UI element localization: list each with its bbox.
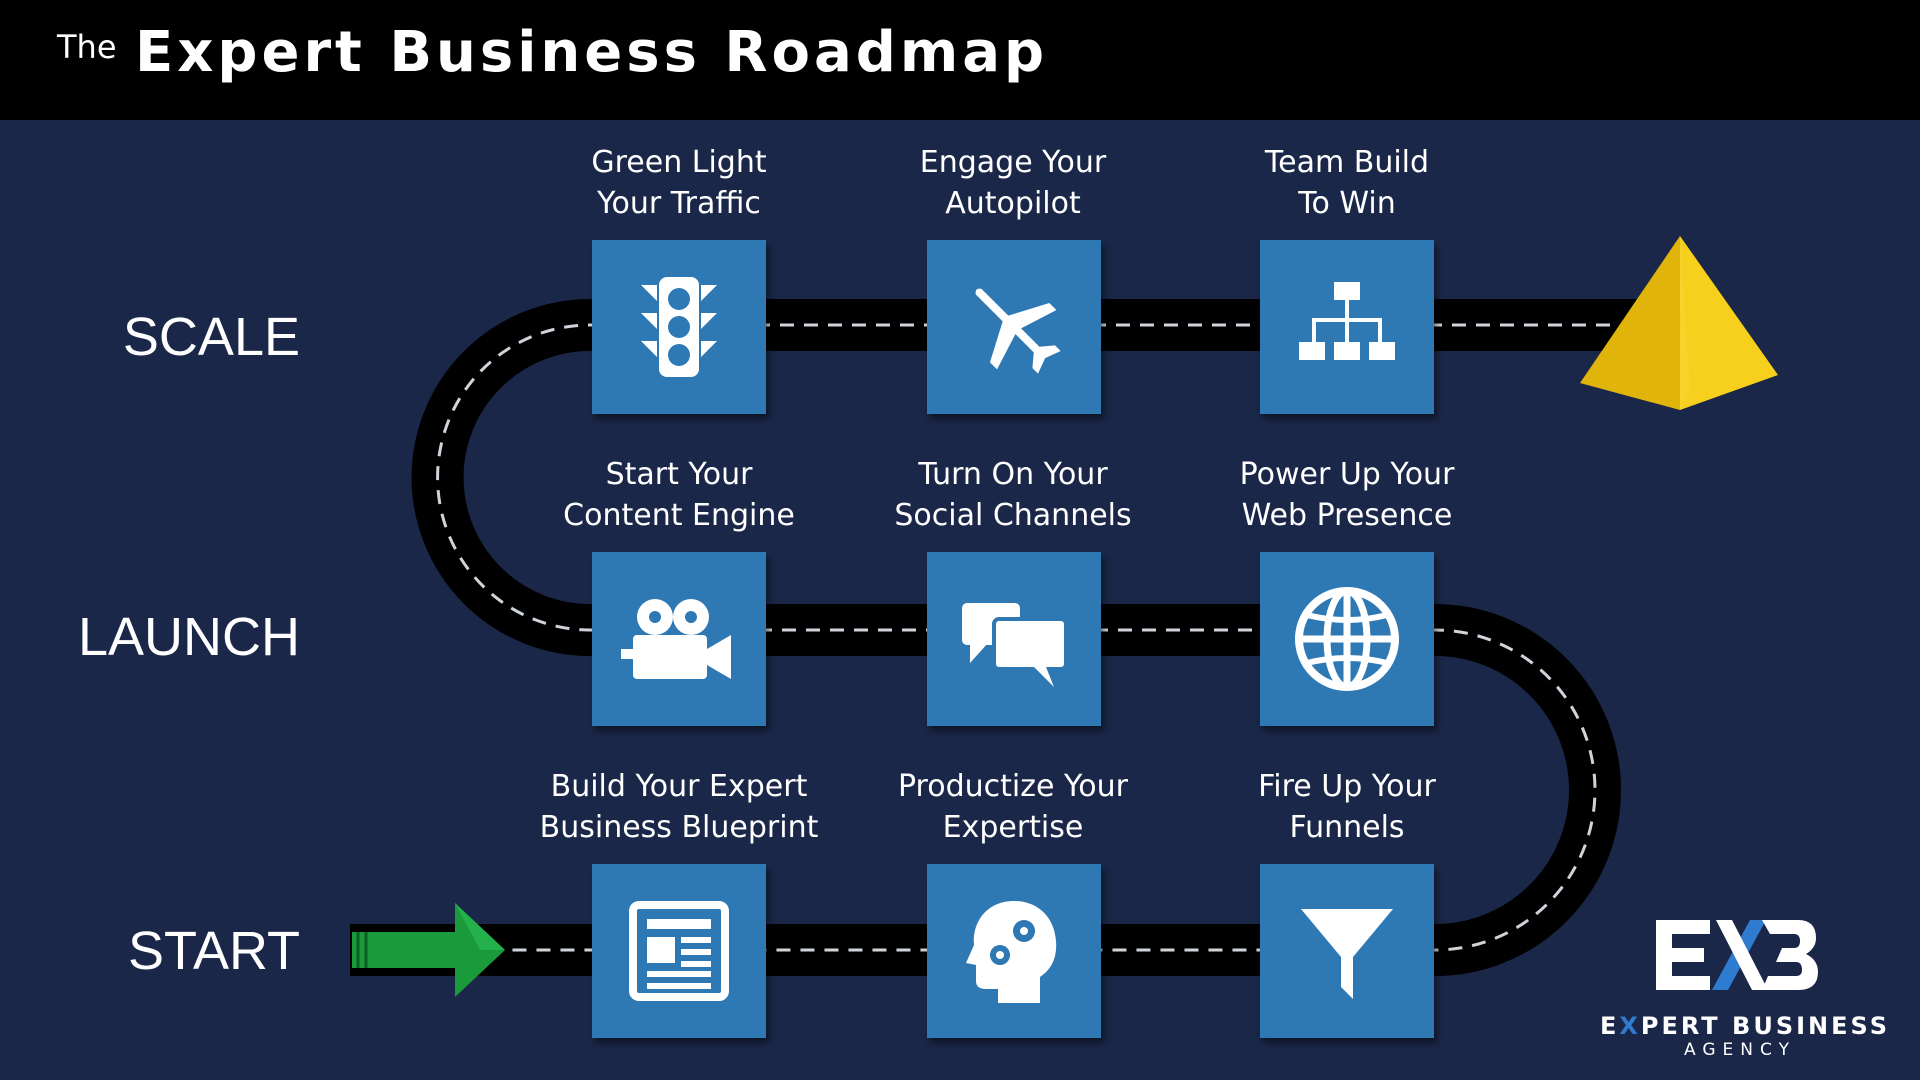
goal-pyramid [1580, 236, 1778, 410]
stage-label-launch: LAUNCH [77, 607, 300, 667]
step-tile-productize [927, 864, 1101, 1038]
eb-logo-mark [1656, 920, 1818, 990]
page-title: Expert Business Roadmap [135, 20, 1049, 85]
logo-wordmark: EXPERT BUSINESS [1600, 1012, 1891, 1040]
logo-subtitle: AGENCY [1684, 1040, 1796, 1060]
traffic-light-icon [641, 277, 717, 377]
step-tile-social [927, 552, 1101, 726]
road-centerline-bottom [505, 628, 1597, 952]
org-chart-icon [1299, 282, 1395, 360]
chat-bubbles-icon [962, 603, 1068, 687]
globe-icon [1295, 587, 1399, 691]
step-tile-content [592, 552, 766, 726]
airplane-icon [975, 288, 1061, 374]
step-tile-traffic [592, 240, 766, 414]
head-gears-icon [966, 901, 1057, 1003]
step-tile-autopilot [927, 240, 1101, 414]
stage-label-scale: SCALE [122, 307, 300, 367]
step-tile-team [1260, 240, 1434, 414]
start-arrow [352, 903, 505, 997]
road-centerline-top [436, 323, 1610, 632]
title-prefix: The [57, 28, 117, 66]
funnel-icon [1301, 909, 1393, 999]
newspaper-icon [629, 901, 729, 1001]
video-camera-icon [621, 599, 731, 679]
step-tile-web [1260, 552, 1434, 726]
header-bar: The Expert Business Roadmap [0, 0, 1920, 120]
step-tile-blueprint [592, 864, 766, 1038]
step-tile-funnels [1260, 864, 1434, 1038]
stage-label-start: START [127, 921, 300, 981]
